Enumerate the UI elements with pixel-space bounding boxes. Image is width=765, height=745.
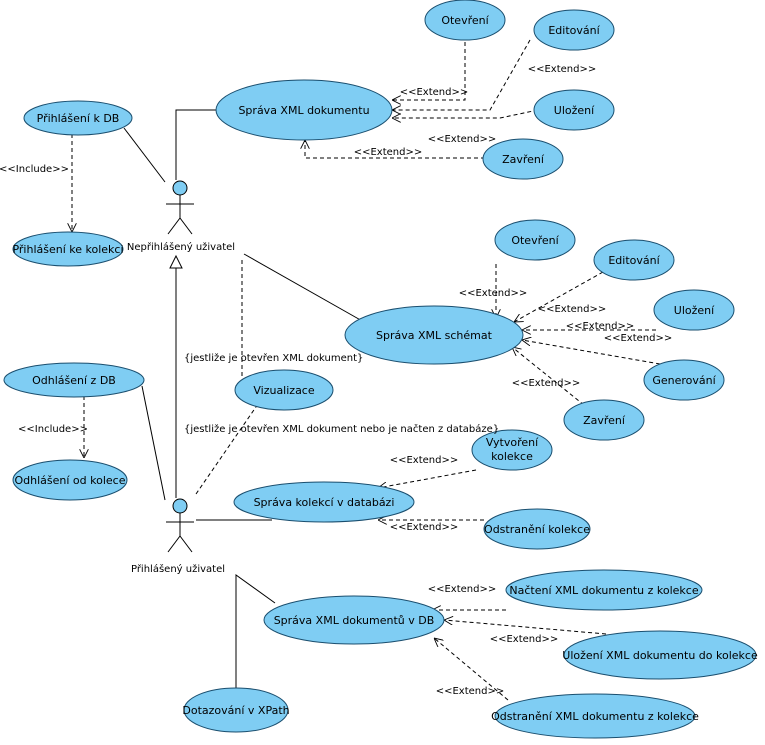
- extend-label: <<Extend>>: [390, 455, 459, 466]
- use-case-label: Vytvoření: [486, 436, 539, 449]
- use-case-zavreni-doc[interactable]: Zavření: [482, 138, 564, 180]
- extend-line: [392, 39, 531, 110]
- use-case-label: Vizualizace: [253, 384, 315, 397]
- use-case-label: Správa XML dokumentu: [238, 104, 369, 117]
- actor-label: Přihlášený uživatel: [131, 563, 225, 575]
- use-case-label: Přihlášení ke kolekci: [12, 243, 123, 256]
- use-case-otevreni-sch[interactable]: Otevření: [494, 219, 576, 261]
- extend-label: <<Extend>>: [436, 686, 505, 697]
- extend-line: [434, 638, 509, 701]
- association-line: [243, 253, 365, 323]
- extend-line: [444, 620, 607, 635]
- use-case-label: Editování: [548, 24, 600, 37]
- extend-label: <<Extend>>: [512, 378, 581, 389]
- actor-neprihlaseny-uzivatel[interactable]: Nepřihlášený uživatel: [127, 180, 235, 253]
- use-case-label: Přihlášení k DB: [37, 112, 120, 125]
- use-case-label: Dotazování v XPath: [182, 704, 289, 717]
- use-case-sprava-xml-schemat[interactable]: Správa XML schémat: [344, 305, 524, 365]
- use-case-ulozeni-xml-do-kolekce[interactable]: Uložení XML dokumentu do kolekce: [562, 630, 758, 680]
- use-case-odstraneni-xml-z-kolekce[interactable]: Odstranění XML dokumentu z kolekce: [491, 693, 699, 739]
- use-case-sprava-xml-dokumentu[interactable]: Správa XML dokumentu: [215, 79, 393, 141]
- use-case-label: Otevření: [511, 234, 559, 247]
- include-label: <<Include>>: [18, 424, 88, 435]
- extend-label: <<Extend>>: [390, 522, 459, 533]
- use-case-label: Generování: [652, 374, 716, 387]
- extend-label: <<Extend>>: [490, 634, 559, 645]
- use-case-dotazovani-xpath[interactable]: Dotazování v XPath: [182, 687, 290, 733]
- extend-line: [392, 109, 539, 118]
- use-case-label: Zavření: [583, 414, 626, 427]
- use-case-label: Správa kolekcí v databázi: [254, 496, 395, 509]
- extend-line: [392, 42, 466, 100]
- extend-label: <<Extend>>: [604, 333, 673, 344]
- association-line: [123, 127, 166, 183]
- actor-prihlaseny-uzivatel[interactable]: Přihlášený uživatel: [131, 498, 225, 575]
- use-case-label: Otevření: [441, 14, 489, 27]
- dependency-line: [195, 403, 259, 495]
- actor-head-icon: [172, 180, 188, 196]
- use-case-nacteni-xml[interactable]: Načtení XML dokumentu z kolekce: [505, 569, 703, 611]
- use-case-ulozeni-sch[interactable]: Uložení: [653, 289, 735, 331]
- extend-line: [305, 140, 485, 159]
- use-case-label: Editování: [608, 254, 660, 267]
- use-case-odhlaseni-z-db[interactable]: Odhlášení z DB: [3, 362, 145, 398]
- generalization-arrowhead: [169, 254, 183, 269]
- extend-line: [514, 271, 604, 322]
- association-line: [175, 109, 218, 180]
- extend-label: <<Extend>>: [528, 64, 597, 75]
- actor-head-icon: [172, 498, 188, 514]
- use-case-label: Načtení XML dokumentu z kolekce: [509, 584, 698, 597]
- extend-label: <<Extend>>: [566, 321, 635, 332]
- use-case-label: Odstranění XML dokumentu z kolekce: [491, 710, 699, 723]
- extend-label: <<Extend>>: [400, 87, 469, 98]
- use-case-label: Správa XML dokumentů v DB: [274, 614, 435, 627]
- association-line: [141, 385, 166, 501]
- condition-note: {jestliže je otevřen XML dokument}: [184, 352, 363, 364]
- include-label: <<Include>>: [0, 164, 69, 175]
- use-case-odstraneni-kolekce[interactable]: Odstranění kolekce: [483, 508, 591, 550]
- extend-line: [378, 469, 477, 488]
- use-case-prihlaseni-ke-kolekci[interactable]: Přihlášení ke kolekci: [12, 231, 124, 267]
- use-case-sprava-xml-dokumentu-db[interactable]: Správa XML dokumentů v DB: [263, 595, 445, 645]
- use-case-label: Odhlášení od kolece: [15, 474, 126, 487]
- use-case-sprava-kolekci[interactable]: Správa kolekcí v databázi: [233, 481, 415, 523]
- use-case-otevreni-doc[interactable]: Otevření: [424, 0, 506, 41]
- use-case-vytvoreni-kolekce[interactable]: Vytvoření kolekce: [471, 429, 553, 471]
- use-case-label: Odstranění kolekce: [484, 523, 590, 536]
- use-case-editovani-sch[interactable]: Editování: [593, 239, 675, 281]
- use-case-label: Uložení: [554, 104, 595, 117]
- extend-line: [522, 340, 661, 365]
- use-case-label: kolekce: [491, 450, 533, 463]
- use-case-zavreni-sch[interactable]: Zavření: [563, 399, 645, 441]
- extend-label: <<Extend>>: [538, 304, 607, 315]
- extend-label: <<Extend>>: [428, 134, 497, 145]
- stereotype-labels: <<Extend>> <<Extend>> <<Extend>> <<Exten…: [0, 64, 672, 697]
- connectors: [72, 39, 661, 704]
- use-case-generovani[interactable]: Generování: [643, 359, 725, 401]
- use-case-ulozeni-doc[interactable]: Uložení: [533, 89, 615, 131]
- use-case-odhlaseni-od-kolece[interactable]: Odhlášení od kolece: [12, 459, 128, 501]
- actor-label: Nepřihlášený uživatel: [127, 241, 235, 253]
- extend-label: <<Extend>>: [428, 584, 497, 595]
- association-line: [235, 574, 276, 704]
- extend-line: [512, 347, 585, 406]
- extend-label: <<Extend>>: [459, 288, 528, 299]
- use-case-editovani-doc[interactable]: Editování: [533, 9, 615, 51]
- extend-label: <<Extend>>: [354, 147, 423, 158]
- use-case-vizualizace[interactable]: Vizualizace: [234, 369, 334, 411]
- use-case-label: Správa XML schémat: [376, 329, 493, 342]
- use-case-prihlaseni-k-db[interactable]: Přihlášení k DB: [23, 100, 133, 136]
- condition-note: {jestliže je otevřen XML dokument nebo j…: [184, 423, 499, 435]
- use-case-label: Zavření: [502, 153, 545, 166]
- use-case-label: Odhlášení z DB: [32, 374, 116, 387]
- use-case-label: Uložení: [674, 304, 715, 317]
- use-case-label: Uložení XML dokumentu do kolekce: [562, 649, 758, 662]
